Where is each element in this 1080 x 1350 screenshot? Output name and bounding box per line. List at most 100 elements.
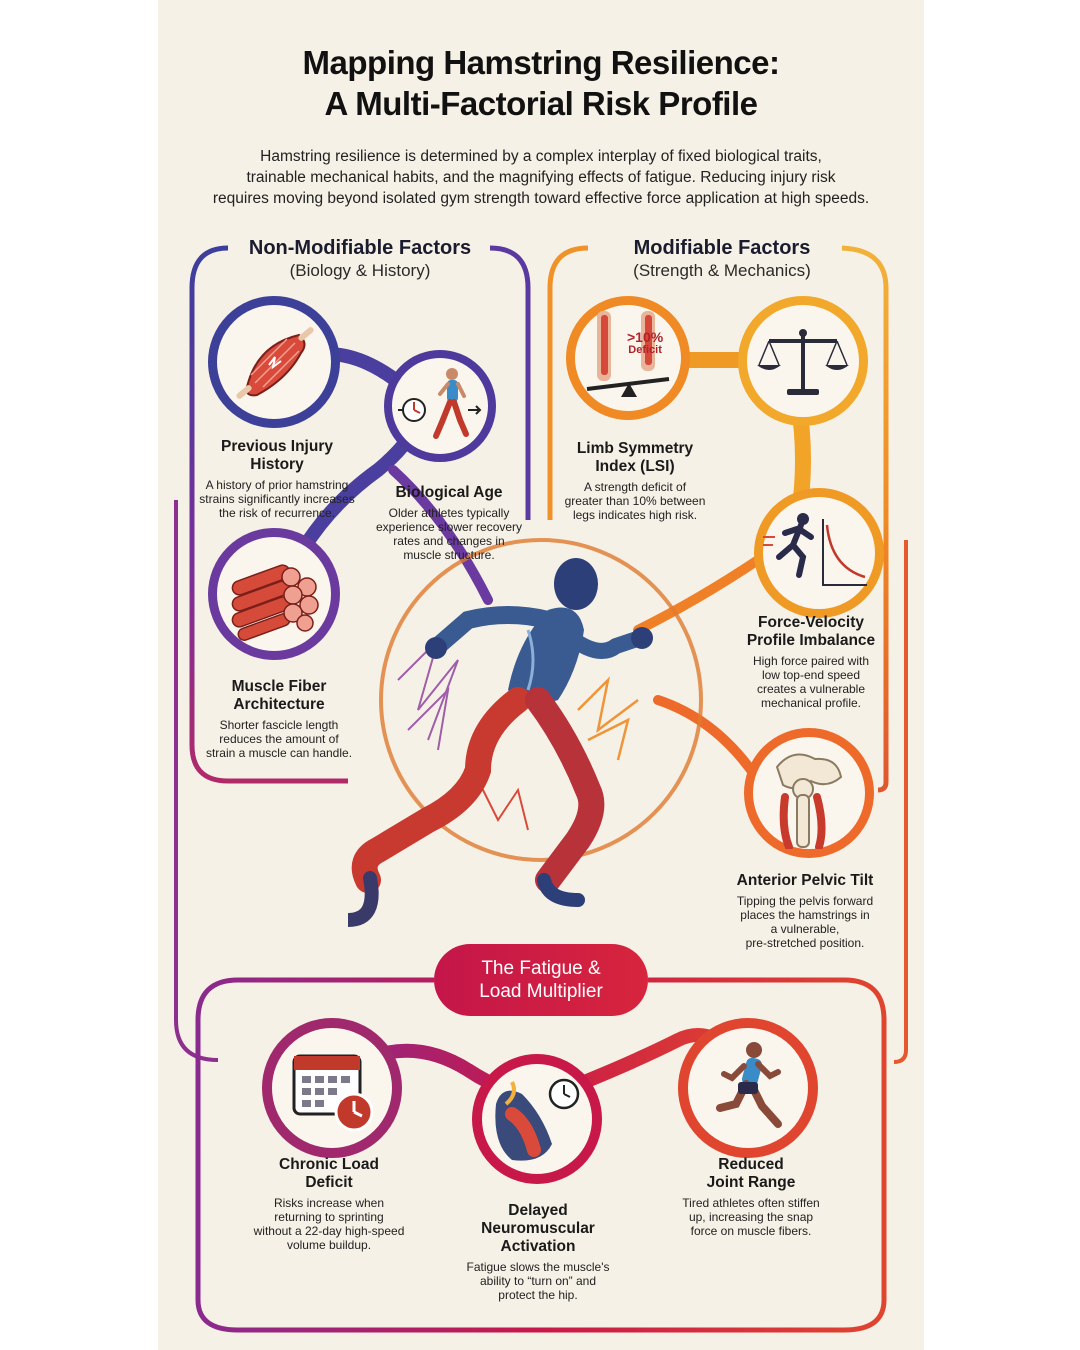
page-title: Mapping Hamstring Resilience: A Multi-Fa…	[158, 42, 924, 124]
sprinter-curve-icon	[754, 488, 884, 618]
desc-line: strains significantly increases	[199, 492, 355, 506]
factor-muscle-fiber: Muscle Fiber Architecture Shorter fascic…	[194, 678, 364, 760]
desc-line: reduces the amount of	[219, 732, 339, 746]
factor-description: A history of prior hamstring strains sig…	[194, 478, 360, 520]
factor-limb-symmetry: Limb Symmetry Index (LSI) A strength def…	[550, 440, 720, 522]
desc-line: without a 22-day high-speed	[253, 1224, 405, 1238]
intro-line: trainable mechanical habits, and the mag…	[246, 169, 836, 186]
section-subtitle: (Strength & Mechanics)	[633, 261, 811, 280]
intro-line: Hamstring resilience is determined by a …	[260, 148, 822, 165]
title-line: Muscle Fiber	[231, 678, 327, 695]
title-line: Activation	[500, 1238, 576, 1255]
aging-runner-icon	[384, 350, 496, 462]
section-title: Modifiable Factors	[633, 237, 811, 259]
factor-title: Biological Age	[364, 484, 534, 502]
desc-line: volume buildup.	[286, 1238, 372, 1252]
factor-force-velocity: Force-Velocity Profile Imbalance High fo…	[726, 614, 896, 710]
factor-description: Tired athletes often stiffen up, increas…	[656, 1196, 846, 1238]
calendar-clock-icon	[262, 1018, 402, 1158]
fatigue-heading: The Fatigue & Load Multiplier	[434, 944, 648, 1016]
factor-description: Shorter fascicle length reduces the amou…	[194, 718, 364, 760]
factor-title: Chronic Load Deficit	[234, 1156, 424, 1192]
title-line: Index (LSI)	[595, 458, 675, 475]
title-line: Delayed	[508, 1202, 568, 1219]
factor-previous-injury: Previous Injury History A history of pri…	[194, 438, 360, 520]
non-modifiable-heading: Non-Modifiable Factors (Biology & Histor…	[230, 236, 490, 282]
sprinting-anatomy-figure	[348, 558, 653, 927]
muscle-fiber-bundle-icon	[208, 528, 340, 660]
desc-line: experience slower recovery	[375, 520, 523, 534]
desc-line: protect the hip.	[498, 1288, 578, 1302]
title-line: Reduced	[718, 1156, 784, 1173]
title-line: Force-Velocity	[758, 614, 864, 631]
desc-line: the risk of recurrence.	[218, 506, 336, 520]
title-line: Profile Imbalance	[746, 632, 876, 649]
desc-line: returning to sprinting	[274, 1210, 384, 1224]
factor-title: Force-Velocity Profile Imbalance	[726, 614, 896, 650]
factor-title: Previous Injury History	[194, 438, 360, 474]
deficit-badge: >10% Deficit	[627, 330, 663, 357]
factor-title: Limb Symmetry Index (LSI)	[550, 440, 720, 476]
desc-line: Older athletes typically	[388, 506, 510, 520]
runner-icon	[678, 1018, 818, 1158]
modifiable-heading: Modifiable Factors (Strength & Mechanics…	[602, 236, 842, 282]
factor-chronic-load: Chronic Load Deficit Risks increase when…	[234, 1156, 424, 1252]
desc-line: pre-stretched position.	[745, 936, 865, 950]
factor-title: Reduced Joint Range	[656, 1156, 846, 1192]
desc-line: Shorter fascicle length	[219, 718, 339, 732]
title-line: Neuromuscular	[481, 1220, 595, 1237]
infographic-page: Mapping Hamstring Resilience: A Multi-Fa…	[158, 0, 924, 1350]
factor-title: Anterior Pelvic Tilt	[710, 872, 900, 890]
factor-joint-range: Reduced Joint Range Tired athletes often…	[656, 1156, 846, 1238]
intro-line: requires moving beyond isolated gym stre…	[212, 190, 870, 207]
factor-biological-age: Biological Age Older athletes typically …	[364, 484, 534, 562]
factor-title: Muscle Fiber Architecture	[194, 678, 364, 714]
fatigue-heading-line: The Fatigue &	[481, 958, 601, 979]
desc-line: low top-end speed	[761, 668, 861, 682]
title-line-1: Mapping Hamstring Resilience:	[302, 44, 780, 81]
pelvis-icon	[744, 728, 874, 858]
factor-description: High force paired with low top-end speed…	[726, 654, 896, 710]
badge-label: Deficit	[628, 344, 662, 356]
title-line: History	[250, 456, 304, 473]
desc-line: Risks increase when	[273, 1196, 385, 1210]
title-line: Architecture	[233, 696, 325, 713]
factor-neuromuscular: Delayed Neuromuscular Activation Fatigue…	[448, 1202, 628, 1302]
title-line-2: A Multi-Factorial Risk Profile	[324, 85, 758, 122]
balance-scale-icon	[738, 296, 868, 426]
desc-line: strain a muscle can handle.	[205, 746, 353, 760]
title-line: Anterior Pelvic Tilt	[736, 872, 874, 889]
desc-line: legs indicates high risk.	[572, 508, 698, 522]
leg-seesaw-icon: >10% Deficit	[566, 296, 690, 420]
intro-text: Hamstring resilience is determined by a …	[178, 146, 904, 209]
factor-title: Delayed Neuromuscular Activation	[448, 1202, 628, 1256]
desc-line: A history of prior hamstring	[205, 478, 349, 492]
title-line: Joint Range	[706, 1174, 796, 1191]
desc-line: creates a vulnerable	[756, 682, 866, 696]
section-title: Non-Modifiable Factors	[248, 237, 472, 259]
desc-line: force on muscle fibers.	[690, 1224, 812, 1238]
muscle-strain-icon	[208, 296, 340, 428]
desc-line: A strength deficit of	[583, 480, 687, 494]
section-subtitle: (Biology & History)	[289, 261, 431, 280]
factor-description: A strength deficit of greater than 10% b…	[550, 480, 720, 522]
desc-line: muscle structure.	[403, 548, 495, 562]
title-line: Chronic Load	[279, 1156, 379, 1173]
desc-line: ability to “turn on” and	[479, 1274, 597, 1288]
title-line: Limb Symmetry	[576, 440, 694, 457]
factor-description: Fatigue slows the muscle's ability to “t…	[448, 1260, 628, 1302]
hip-clock-icon	[472, 1054, 602, 1184]
factor-description: Tipping the pelvis forward places the ha…	[710, 894, 900, 950]
desc-line: up, increasing the snap	[688, 1210, 814, 1224]
title-line: Deficit	[305, 1174, 353, 1191]
desc-line: Fatigue slows the muscle's	[466, 1260, 610, 1274]
title-line: Previous Injury	[221, 438, 333, 455]
title-line: Biological Age	[395, 484, 503, 501]
fatigue-heading-line: Load Multiplier	[479, 981, 603, 1002]
desc-line: mechanical profile.	[760, 696, 862, 710]
desc-line: rates and changes in	[393, 534, 505, 548]
desc-line: Tired athletes often stiffen	[682, 1196, 820, 1210]
desc-line: Tipping the pelvis forward	[736, 894, 874, 908]
desc-line: High force paired with	[752, 654, 870, 668]
factor-description: Older athletes typically experience slow…	[364, 506, 534, 562]
